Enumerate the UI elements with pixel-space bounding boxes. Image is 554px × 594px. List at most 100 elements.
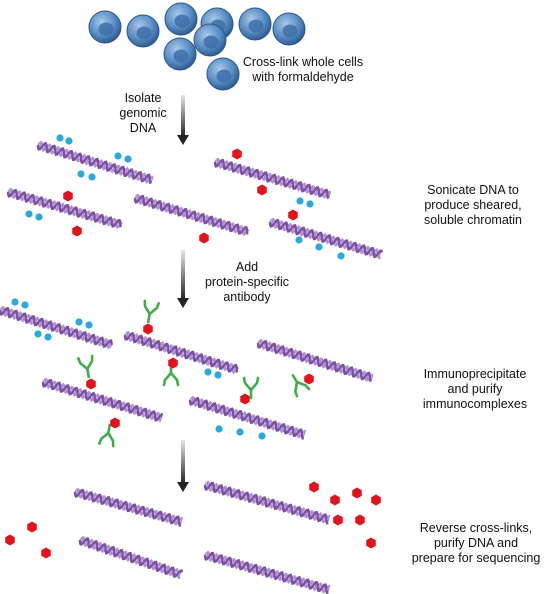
dna-helix-icon [203, 480, 331, 525]
blue-protein-icon [65, 137, 73, 145]
red-protein-icon [257, 184, 267, 196]
dna-helix-icon [203, 550, 331, 594]
red-protein-icon [232, 148, 242, 160]
cell-icon [88, 10, 122, 44]
reverse-label: Reverse cross-links, purify DNA and prep… [400, 521, 552, 566]
red-protein-icon [110, 417, 120, 429]
dna-helix-icon [133, 193, 250, 237]
antibody-icon [77, 354, 94, 379]
red-protein-icon [330, 494, 340, 506]
dna-helix-icon [41, 377, 164, 423]
dna-helix-icon [123, 330, 240, 375]
blue-protein-icon [295, 236, 303, 244]
blue-protein-icon [21, 301, 29, 309]
blue-protein-icon [306, 200, 314, 208]
reverse-label-line: purify DNA and [433, 536, 519, 550]
blue-protein-icon [11, 298, 19, 306]
cell-icon [238, 7, 272, 41]
sonicate-label-line: produce sheared, [424, 198, 522, 212]
add-antibody-label-line: protein-specific [204, 275, 290, 289]
crosslink-label-line: with formaldehyde [252, 70, 354, 84]
blue-protein-icon [114, 152, 122, 160]
blue-protein-icon [315, 243, 323, 251]
cell-icon [193, 23, 227, 57]
sonicate-label-line: soluble chromatin [424, 213, 522, 227]
red-protein-icon [27, 521, 37, 533]
down-arrow-icon [177, 95, 189, 145]
blue-protein-icon [236, 428, 244, 436]
antibody-icon [242, 376, 260, 400]
dna-group [0, 140, 384, 594]
add-antibody-label-line: antibody [223, 290, 271, 304]
red-protein-icon [5, 534, 15, 546]
blue-protein-icon [258, 432, 266, 440]
cell-icon [164, 2, 198, 36]
blue-protein-icon [56, 134, 64, 142]
blue-protein-icon [85, 321, 93, 329]
red-protein-icon [309, 481, 319, 493]
blue-protein-icon [215, 425, 223, 433]
blue-protein-icon [25, 210, 33, 218]
red-protein-icon [168, 357, 178, 369]
red-protein-icon [352, 487, 362, 499]
dna-helix-icon [188, 395, 307, 440]
dna-helix-icon [6, 187, 123, 230]
reverse-label-line: Reverse cross-links, [419, 521, 533, 535]
immunoprecipitate-label-line: and purify [447, 382, 503, 396]
blue-protein-icon [337, 252, 345, 260]
red-protein-icon [41, 547, 51, 559]
cell-icon [272, 12, 306, 46]
dna-helix-icon [78, 535, 184, 580]
dna-helix-icon [268, 217, 384, 260]
cell-icon [126, 14, 160, 48]
dna-helix-icon [36, 140, 154, 185]
add-antibody-label-line: Add [235, 260, 259, 274]
red-protein-icon [72, 225, 82, 237]
isolate-label: Isolate genomic DNA [108, 91, 178, 136]
red-protein-icon [199, 232, 209, 244]
red-protein-icon [63, 190, 73, 202]
blue-protein-icon [75, 318, 83, 326]
blue-protein-icon [124, 155, 132, 163]
dna-helix-icon [213, 157, 332, 200]
red-protein-icon [371, 494, 381, 506]
blue-protein-icon [204, 368, 212, 376]
red-protein-icon [333, 514, 343, 526]
antibody-icon [98, 423, 115, 448]
sonicate-label-line: Sonicate DNA to [427, 183, 519, 197]
blue-protein-icon [34, 330, 42, 338]
isolate-label-line: DNA [129, 121, 157, 135]
blue-protein-icon [44, 333, 52, 341]
crosslink-label-line: Cross-link whole cells [242, 55, 364, 69]
blue-protein-icon [88, 173, 96, 181]
cells-group [88, 2, 306, 91]
isolate-label-line: Isolate [124, 91, 162, 105]
arrows-group [177, 95, 189, 492]
red-protein-icon [304, 373, 314, 385]
add-antibody-label: Add protein-specific antibody [192, 260, 302, 305]
antibodies-group [77, 299, 311, 448]
down-arrow-icon [177, 440, 189, 492]
crosslink-label: Cross-link whole cells with formaldehyde [228, 55, 378, 85]
proteins-group [5, 134, 381, 559]
antibody-icon [162, 363, 180, 387]
isolate-label-line: genomic [119, 106, 167, 120]
red-protein-icon [355, 514, 365, 526]
red-protein-icon [366, 537, 376, 549]
immunoprecipitate-label-line: immunocomplexes [422, 397, 528, 411]
down-arrow-icon [177, 250, 189, 308]
dna-helix-icon [256, 338, 374, 383]
immunoprecipitate-label-line: Immunoprecipitate [423, 367, 527, 381]
cell-icon [163, 37, 197, 71]
immunoprecipitate-label: Immunoprecipitate and purify immunocompl… [400, 367, 550, 412]
blue-protein-icon [296, 197, 304, 205]
reverse-label-line: prepare for sequencing [411, 551, 541, 565]
red-protein-icon [288, 209, 298, 221]
dna-helix-icon [73, 487, 184, 527]
blue-protein-icon [214, 371, 222, 379]
red-protein-icon [240, 393, 250, 405]
antibody-icon [143, 299, 160, 324]
sonicate-label: Sonicate DNA to produce sheared, soluble… [402, 183, 544, 228]
red-protein-icon [143, 323, 153, 335]
